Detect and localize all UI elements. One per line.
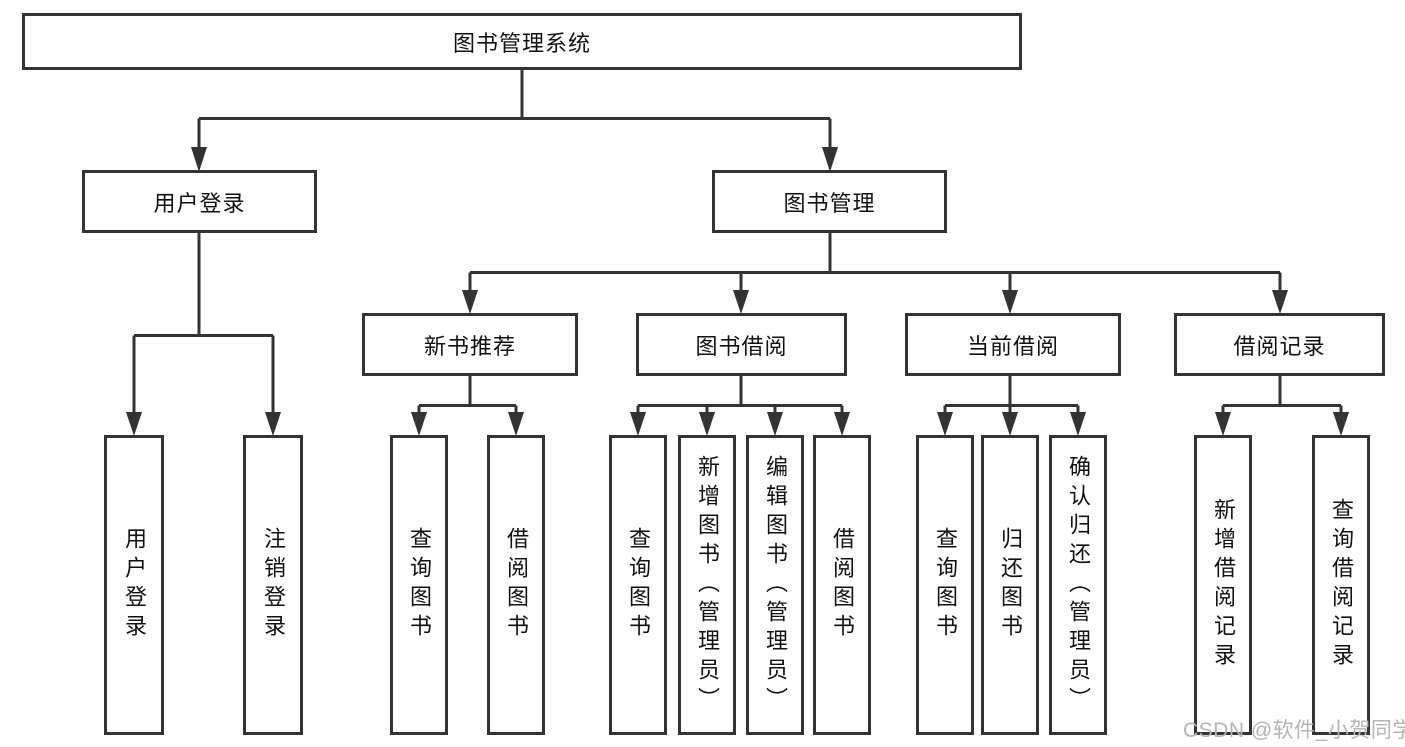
leaf-return-books: 归还图书 bbox=[981, 435, 1039, 735]
leaf-query-books-3: 查询图书 bbox=[916, 435, 974, 735]
leaf-query-books-1: 查询图书 bbox=[390, 435, 448, 735]
leaf-confirm-return-admin: 确认归还（管理员） bbox=[1049, 435, 1107, 735]
leaf-borrow-books-1: 借阅图书 bbox=[487, 435, 545, 735]
node-root: 图书管理系统 bbox=[22, 13, 1022, 70]
leaf-borrow-books-2: 借阅图书 bbox=[813, 435, 871, 735]
leaf-add-borrow-record: 新增借阅记录 bbox=[1194, 435, 1252, 735]
node-user-login: 用户登录 bbox=[82, 170, 317, 233]
leaf-edit-books-admin: 编辑图书（管理员） bbox=[746, 435, 804, 735]
leaf-user-login: 用户登录 bbox=[104, 435, 164, 735]
leaf-logout: 注销登录 bbox=[243, 435, 303, 735]
arrowhead-icons bbox=[126, 147, 1349, 436]
leaf-add-books-admin: 新增图书（管理员） bbox=[678, 435, 736, 735]
node-borrow-records: 借阅记录 bbox=[1174, 313, 1385, 376]
node-current-borrow: 当前借阅 bbox=[905, 313, 1121, 376]
leaf-query-books-2: 查询图书 bbox=[609, 435, 667, 735]
node-new-book-recommend: 新书推荐 bbox=[362, 313, 578, 376]
csdn-watermark: CSDN @软件_小贺同学 bbox=[1183, 719, 1405, 742]
node-book-management: 图书管理 bbox=[712, 170, 947, 233]
leaf-query-borrow-record: 查询借阅记录 bbox=[1312, 435, 1370, 735]
node-book-borrow: 图书借阅 bbox=[636, 313, 847, 376]
